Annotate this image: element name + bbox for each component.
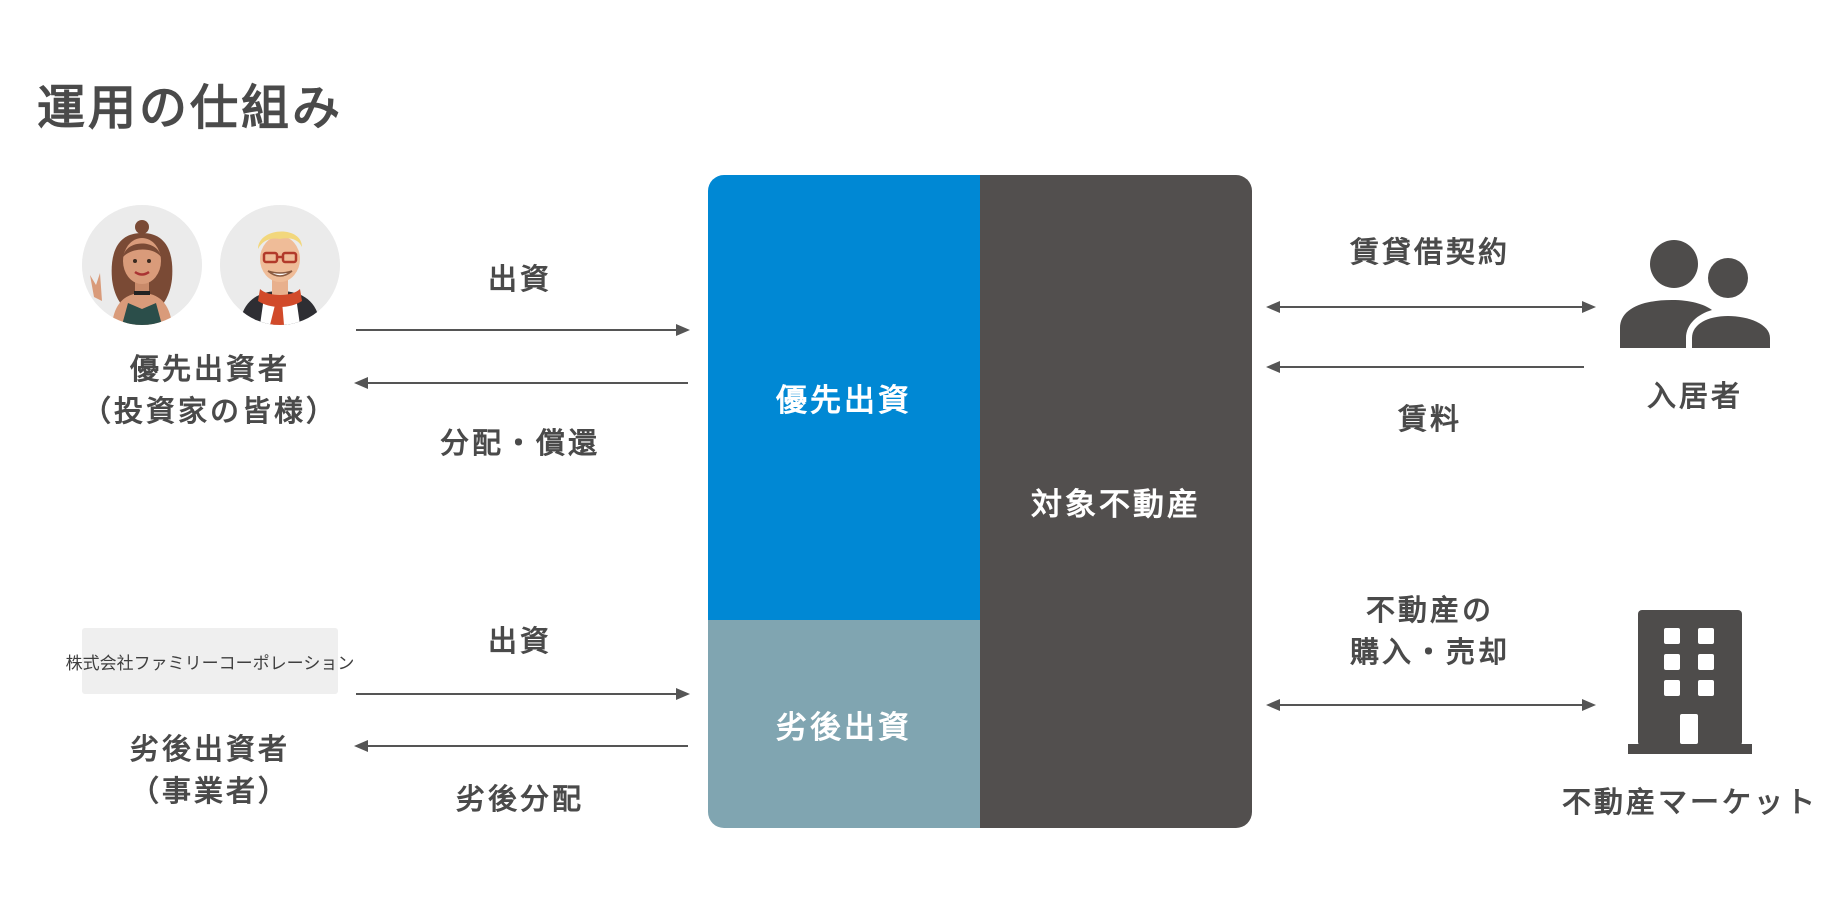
junior-investment-box: 劣後出資 [708,620,980,828]
junior-investment-arrow [356,688,690,700]
senior-investor-line2: （投資家の皆様） [81,394,338,428]
senior-investor-line1: 優先出資者 [129,352,290,386]
junior-investor-label: 劣後出資者 （事業者） [80,728,340,812]
woman-avatar-icon [82,205,202,325]
junior-investment-box-label: 劣後出資 [776,709,912,746]
senior-distribution-arrow [354,377,688,389]
lease-contract-arrow [1266,301,1596,313]
junior-distribution-arrow [354,740,688,752]
lease-contract-label: 賃貸借契約 [1349,235,1510,269]
tenant-label: 入居者 [1646,379,1743,413]
senior-investment-flow-label: 出資 [487,262,552,296]
property-market-label: 不動産マーケット [1561,785,1818,819]
senior-investor-label: 優先出資者 （投資家の皆様） [80,348,340,432]
senior-investment-box: 優先出資 [708,175,980,620]
junior-investor-line1: 劣後出資者 [129,732,290,766]
senior-distribution-flow-label: 分配・償還 [439,426,600,460]
building-icon [1628,610,1752,754]
company-logo-box: 株式会社ファミリーコーポレーション [66,628,354,694]
property-trade-arrow [1266,699,1596,711]
target-property-box-label: 対象不動産 [1031,487,1201,523]
property-trade-label: 不動産の 購入・売却 [1290,589,1570,673]
rent-label: 賃料 [1397,402,1462,436]
junior-investor-line2: （事業者） [129,774,290,808]
man-avatar-icon [220,205,340,325]
company-name: 株式会社ファミリーコーポレーション [65,653,355,674]
people-icon [1620,240,1770,348]
target-property-box: 対象不動産 [980,175,1252,828]
rent-arrow [1266,361,1584,373]
senior-investment-box-label: 優先出資 [776,383,912,419]
page-title: 運用の仕組み [37,80,344,136]
junior-distribution-flow-label: 劣後分配 [455,782,584,816]
property-trade-line2: 購入・売却 [1349,635,1510,669]
senior-investment-arrow [356,324,690,336]
junior-investment-flow-label: 出資 [487,624,552,658]
property-trade-line1: 不動産の [1365,593,1494,627]
